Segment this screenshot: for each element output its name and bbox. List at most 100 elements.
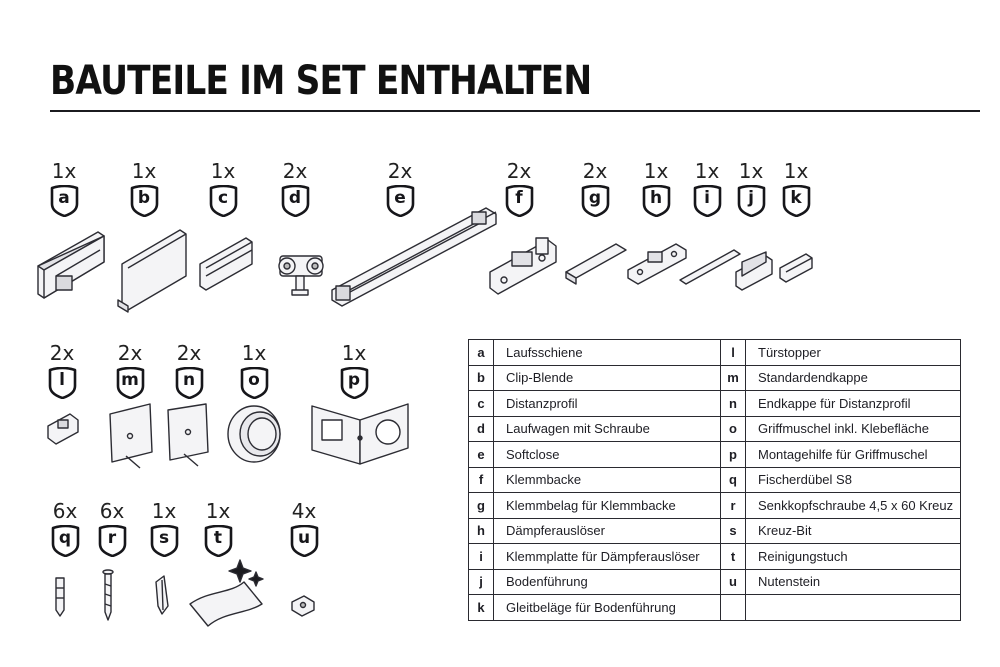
spacer-end-cap-illustration	[167, 403, 209, 467]
clip-cover-illustration	[117, 229, 187, 313]
part-badge: n	[175, 367, 204, 399]
part-letter-label: t	[213, 528, 223, 548]
mounting-aid-illustration	[311, 403, 409, 465]
part-letter-label: e	[394, 188, 406, 208]
part-letter-label: u	[297, 528, 311, 548]
legend-key: h	[468, 517, 494, 544]
part-qty: 2x	[117, 341, 143, 365]
legend-key: g	[468, 492, 494, 519]
legend-label: Laufwagen mit Schraube	[493, 415, 721, 442]
legend-label: Klemmplatte für Dämpferauslöser	[493, 543, 721, 570]
legend-key: o	[720, 415, 746, 442]
legend-key: k	[468, 594, 494, 621]
end-cap-illustration	[109, 403, 153, 469]
part-letter-label: d	[288, 188, 302, 208]
part-badge: i	[693, 185, 722, 217]
legend-label: Dämpferauslöser	[493, 517, 721, 544]
part-badge: q	[51, 525, 80, 557]
part-badge: m	[116, 367, 145, 399]
legend-key: s	[720, 517, 746, 544]
part-badge: l	[48, 367, 77, 399]
part-qty: 4x	[291, 499, 317, 523]
part-badge: o	[240, 367, 269, 399]
legend-label: Türstopper	[745, 339, 961, 366]
part-badge: u	[290, 525, 319, 557]
legend-key: n	[720, 390, 746, 417]
part-qty: 2x	[506, 159, 532, 183]
part-s: 1xss	[144, 500, 184, 557]
part-qty: 6x	[99, 499, 125, 523]
part-qty: 1x	[643, 159, 669, 183]
legend-label: Klemmbacke	[493, 466, 721, 493]
legend-key: c	[468, 390, 494, 417]
legend-label: Laufsschiene	[493, 339, 721, 366]
part-i: 1xii	[687, 160, 727, 217]
legend-label: Softclose	[493, 441, 721, 468]
part-qty: 1x	[738, 159, 764, 183]
legend-key: f	[468, 466, 494, 493]
clamp-jaw-illustration	[489, 237, 557, 295]
legend-label	[745, 594, 961, 621]
part-badge: p	[340, 367, 369, 399]
part-a: 1xaa	[44, 160, 84, 217]
part-letter-label: m	[121, 370, 139, 390]
cleaning-cloth-illustration	[189, 559, 264, 627]
part-badge: s	[150, 525, 179, 557]
part-badge: g	[581, 185, 610, 217]
part-qty: 1x	[131, 159, 157, 183]
part-qty: 1x	[694, 159, 720, 183]
legend-key: u	[720, 568, 746, 595]
legend-label: Clip-Blende	[493, 364, 721, 391]
part-qty: 2x	[176, 341, 202, 365]
part-badge: e	[386, 185, 415, 217]
part-qty: 1x	[341, 341, 367, 365]
legend-label: Gleitbeläge für Bodenführung	[493, 594, 721, 621]
legend-label: Montagehilfe für Griffmuschel	[745, 441, 961, 468]
part-r: 6xrr	[92, 500, 132, 557]
countersunk-screw-illustration	[102, 569, 114, 621]
legend-key: d	[468, 415, 494, 442]
part-badge: f	[505, 185, 534, 217]
part-badge: t	[204, 525, 233, 557]
part-qty: 1x	[241, 341, 267, 365]
part-o: 1xoo	[234, 342, 274, 399]
damper-trigger-illustration	[627, 243, 687, 285]
legend-label: Endkappe für Distanzprofil	[745, 390, 961, 417]
part-letter-label: p	[347, 370, 361, 390]
part-qty: 1x	[151, 499, 177, 523]
door-stopper-illustration	[47, 413, 79, 445]
part-k: 1xkk	[776, 160, 816, 217]
flush-handle-illustration	[227, 405, 281, 463]
part-letter-label: k	[790, 188, 802, 208]
clamp-plate-illustration	[679, 249, 741, 285]
legend-label: Griffmuschel inkl. Klebefläche	[745, 415, 961, 442]
part-e: 2xee	[380, 160, 420, 217]
legend-key: b	[468, 364, 494, 391]
glide-pads-illustration	[779, 253, 813, 283]
legend-key	[720, 594, 746, 621]
part-letter-label: j	[748, 188, 754, 208]
part-letter-label: b	[137, 188, 151, 208]
part-letter-label: n	[182, 370, 196, 390]
part-qty: 2x	[387, 159, 413, 183]
legend-label: Klemmbelag für Klemmbacke	[493, 492, 721, 519]
part-j: 1xjj	[731, 160, 771, 217]
part-p: 1xpp	[334, 342, 374, 399]
roller-carriage-illustration	[278, 255, 324, 296]
part-letter-label: l	[59, 370, 65, 390]
part-h: 1xhh	[636, 160, 676, 217]
part-q: 6xqq	[45, 500, 85, 557]
part-letter-label: c	[217, 188, 229, 208]
legend-key: r	[720, 492, 746, 519]
part-qty: 1x	[205, 499, 231, 523]
slot-nut-illustration	[291, 595, 315, 617]
part-letter-label: h	[649, 188, 663, 208]
legend-key: t	[720, 543, 746, 570]
